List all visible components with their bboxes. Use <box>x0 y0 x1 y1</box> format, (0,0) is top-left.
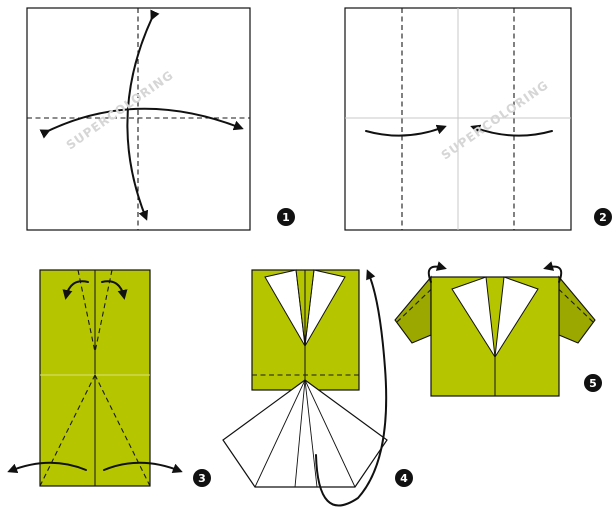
step-3-fold-b <box>94 269 113 353</box>
step-4-flip-arrow <box>315 269 388 507</box>
step-3: 3 <box>7 269 211 487</box>
step-5: 5 <box>394 261 602 397</box>
step-5-right-arrow <box>543 261 563 283</box>
step-5-number: 5 <box>589 377 597 390</box>
step-4: 4 <box>222 269 413 507</box>
step-1-vertical-arrow <box>126 9 160 221</box>
step-3-bottom-left-arrow <box>7 461 87 474</box>
step-2-badge: 2 <box>594 208 612 226</box>
step-4-collar-crease-l <box>295 269 306 347</box>
step-2-right-arrow <box>470 124 553 137</box>
step-3-number: 3 <box>198 472 206 485</box>
step-5-left-sleeve <box>394 275 432 344</box>
step-2-left-arrow <box>365 124 447 137</box>
step-5-left-arrow <box>427 261 447 283</box>
step-1: SUPERCOLORING 1 <box>26 7 295 231</box>
step-5-collar-left <box>451 276 496 358</box>
step-4-skirt-line-2 <box>294 379 306 488</box>
step-5-right-sleeve <box>558 275 596 344</box>
step-2-number: 2 <box>599 211 607 224</box>
step-4-number: 4 <box>400 472 408 485</box>
step-4-collar-crease-r <box>304 269 315 347</box>
step-3-fold-a <box>77 269 96 353</box>
step-3-top-left-arrow <box>62 280 89 300</box>
step-1-badge: 1 <box>277 208 295 226</box>
step-4-skirt <box>222 379 388 488</box>
step-3-bottom-right-arrow <box>103 461 183 474</box>
step-4-skirt-line-4 <box>304 379 356 488</box>
step-5-collar-right <box>494 276 539 358</box>
step-1-number: 1 <box>282 211 290 224</box>
step-3-fold-d <box>94 374 151 487</box>
step-4-badge: 4 <box>395 469 413 487</box>
step-3-fold-c <box>39 374 96 487</box>
step-3-top-right-arrow <box>101 280 128 300</box>
step-2: SUPERCOLORING 2 <box>344 7 612 231</box>
step-5-badge: 5 <box>584 374 602 392</box>
step-4-skirt-line-3 <box>304 379 318 488</box>
step-4-skirt-line-1 <box>254 379 306 488</box>
step-3-badge: 3 <box>193 469 211 487</box>
